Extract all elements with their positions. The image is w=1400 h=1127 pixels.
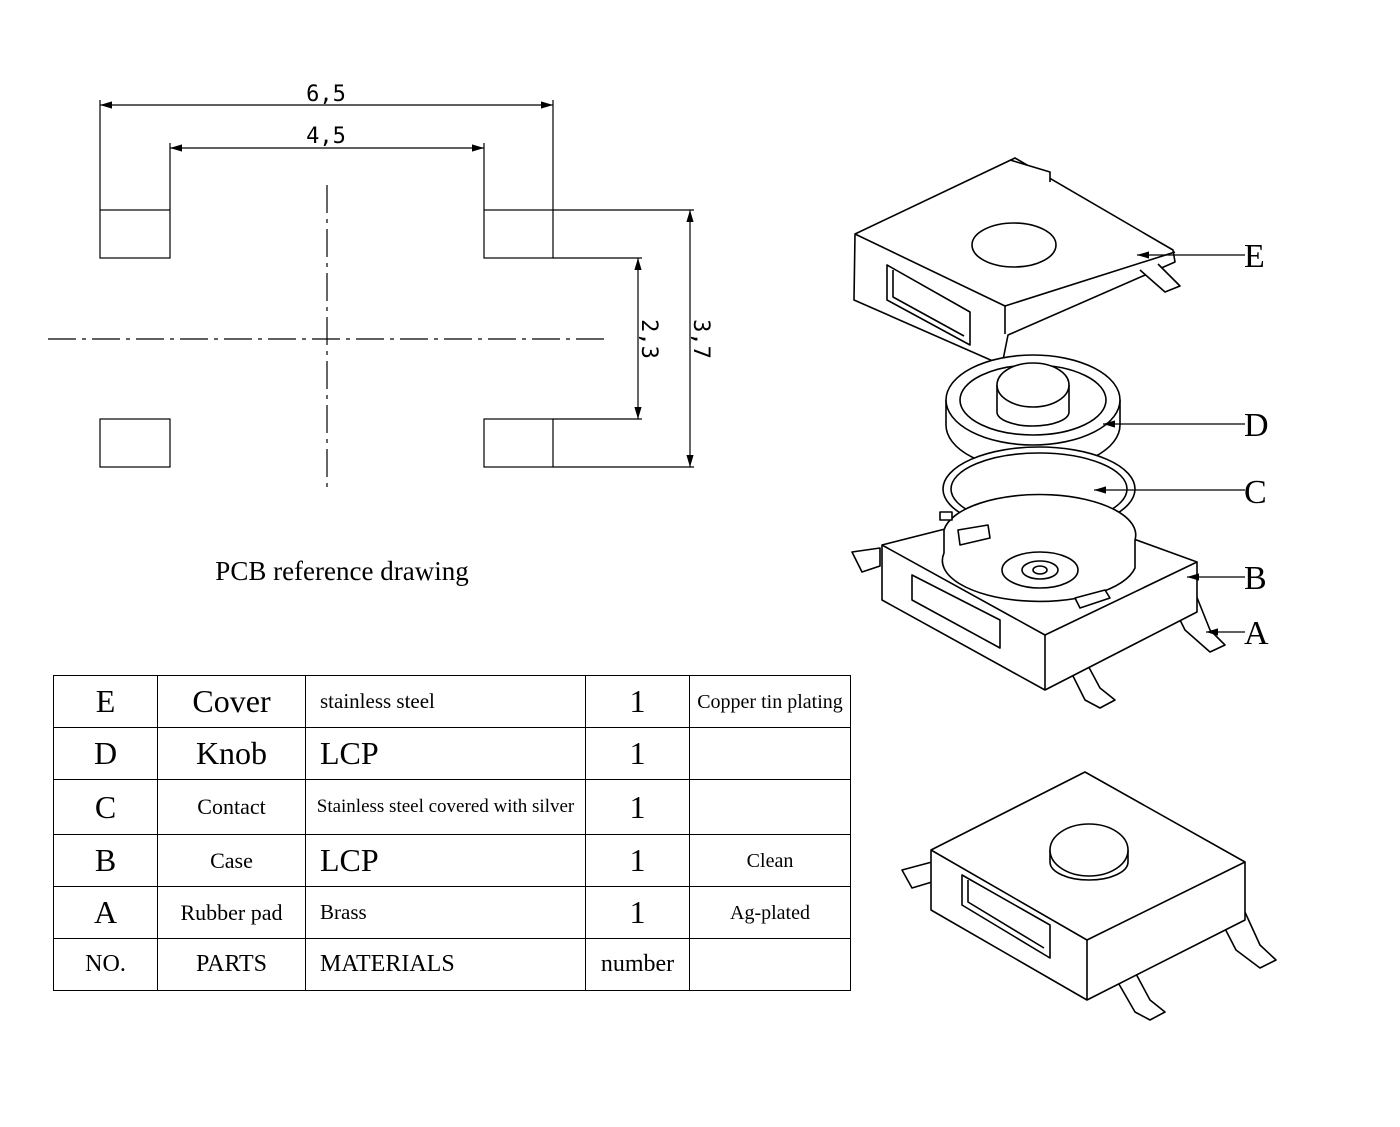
table-row: C Contact Stainless steel covered with s… (53, 779, 851, 835)
pad-top-right (483, 209, 554, 259)
cell-material: Stainless steel covered with silver (305, 779, 586, 835)
cell-qty: 1 (585, 727, 690, 780)
dim-overall-height: 3,7 (688, 319, 713, 359)
cell-note: Clean (689, 834, 851, 887)
cell-qty: 1 (585, 886, 690, 939)
callout-leaders (1094, 251, 1245, 636)
callout-A: A (1244, 615, 1269, 652)
pad-bottom-left (99, 418, 171, 468)
cell-material: LCP (305, 834, 586, 887)
pad-top-left (99, 209, 171, 259)
cell-part: Knob (157, 727, 306, 780)
callout-B: B (1244, 560, 1267, 597)
cell-qty: 1 (585, 779, 690, 835)
cell-part: Rubber pad (157, 886, 306, 939)
cell-no: C (53, 779, 158, 835)
cell-qty: 1 (585, 834, 690, 887)
cell-note (689, 727, 851, 780)
cell-part: Cover (157, 675, 306, 728)
table-row: B Case LCP 1 Clean (53, 834, 851, 887)
cell-note: Ag-plated (689, 886, 851, 939)
header-materials: MATERIALS (305, 938, 586, 991)
dim-outer-width: 6,5 (306, 82, 346, 107)
cell-no: B (53, 834, 158, 887)
part-case (851, 493, 1226, 709)
cell-no: A (53, 886, 158, 939)
table-header-row: NO. PARTS MATERIALS number (53, 938, 851, 991)
header-parts: PARTS (157, 938, 306, 991)
callout-C: C (1244, 474, 1267, 511)
exploded-view (851, 157, 1226, 709)
dim-pad-spacing: 2,3 (636, 319, 661, 359)
pad-bottom-right (483, 418, 554, 468)
table-row: E Cover stainless steel 1 Copper tin pla… (53, 675, 851, 728)
pcb-caption: PCB reference drawing (215, 556, 468, 586)
bom-table: E Cover stainless steel 1 Copper tin pla… (53, 675, 851, 991)
dim-inner-width: 4,5 (306, 124, 346, 149)
cell-no: E (53, 675, 158, 728)
cell-qty: 1 (585, 675, 690, 728)
cell-material: Brass (305, 886, 586, 939)
pcb-footprint (48, 100, 694, 492)
header-no: NO. (53, 938, 158, 991)
table-row: A Rubber pad Brass 1 Ag-plated (53, 886, 851, 939)
cell-part: Case (157, 834, 306, 887)
cell-material: stainless steel (305, 675, 586, 728)
cell-no: D (53, 727, 158, 780)
part-cover (853, 157, 1181, 366)
header-note (689, 938, 851, 991)
table-row: D Knob LCP 1 (53, 727, 851, 780)
assembled-view (901, 771, 1277, 1021)
header-number: number (585, 938, 690, 991)
callout-E: E (1244, 238, 1265, 275)
cell-part: Contact (157, 779, 306, 835)
cell-material: LCP (305, 727, 586, 780)
cell-note: Copper tin plating (689, 675, 851, 728)
callout-D: D (1244, 407, 1269, 444)
cell-note (689, 779, 851, 835)
